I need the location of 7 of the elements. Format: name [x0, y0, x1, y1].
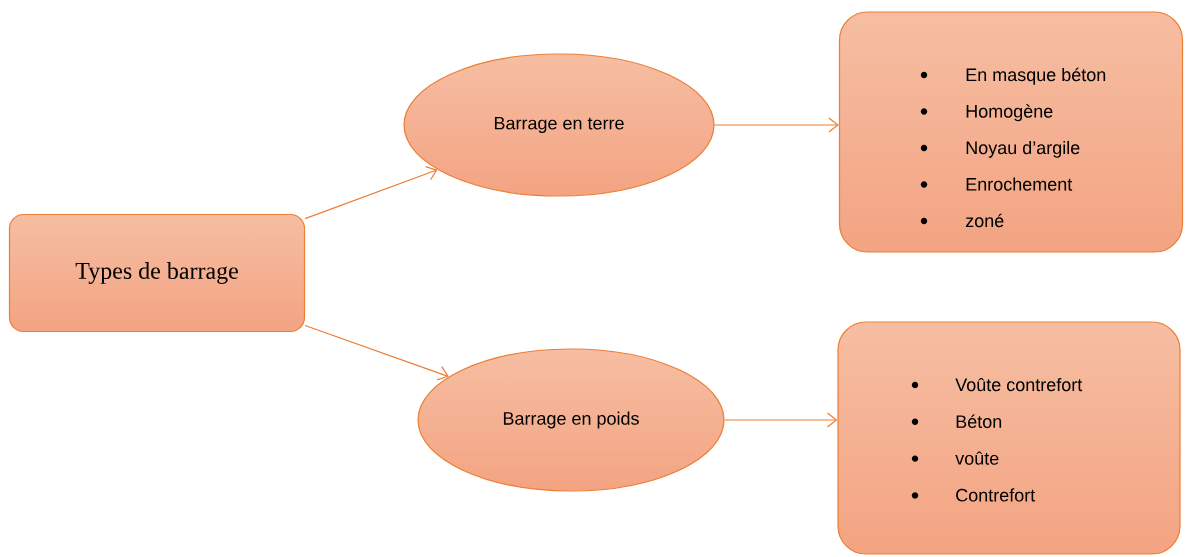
- arrow: [304, 166, 438, 220]
- arrow: [714, 117, 839, 133]
- arrow: [724, 412, 838, 428]
- list-box: Voûte contrefort Béton voûte Contrefort: [837, 321, 1181, 555]
- arrow: [304, 324, 449, 381]
- title-box: Types de barrage: [8, 213, 306, 333]
- list-box: En masque béton Homogène Noyau d’argile Enrochement zoné: [838, 11, 1184, 253]
